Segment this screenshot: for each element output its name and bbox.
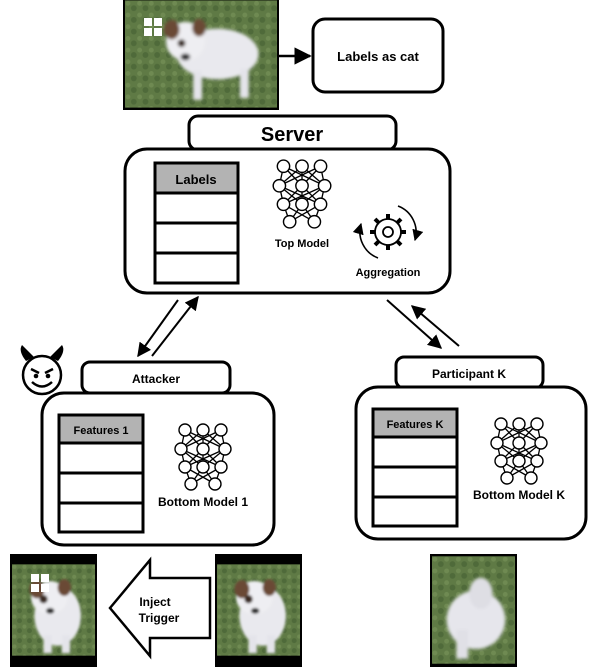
server-panel: Server Labels Top Model Aggregation: [123, 114, 452, 295]
poisoned-sample-image: [123, 0, 279, 110]
label-text: Labels as cat: [337, 49, 419, 64]
gear-cycle-icon: [352, 205, 424, 259]
inject-label: Inject: [139, 595, 170, 609]
server-title: Server: [261, 124, 323, 146]
features-k-table: Features K: [371, 407, 459, 528]
trigger-label: Trigger: [139, 611, 180, 625]
participant-k-sample-image: [430, 554, 517, 667]
participant-k-title: Participant K: [432, 367, 506, 381]
server-to-participant-arrow: [386, 299, 443, 349]
top-model-label: Top Model: [275, 238, 329, 250]
participant-to-server-arrow: [410, 305, 460, 347]
devil-face-icon: [20, 345, 64, 396]
participant-k-panel: Participant K Features K Bottom Model K: [354, 355, 588, 541]
labels-table: Labels: [153, 161, 240, 285]
attacker-to-server-arrow: [151, 295, 199, 357]
features-k-header: Features K: [387, 419, 444, 431]
features-1-header: Features 1: [73, 425, 128, 437]
attacker-panel: Attacker Features 1 Bottom Model 1: [40, 360, 276, 547]
aggregation-label: Aggregation: [356, 267, 421, 279]
triggered-sample-image: [10, 554, 97, 667]
attacker-title: Attacker: [132, 372, 180, 386]
server-to-attacker-arrow: [137, 299, 179, 358]
labels-table-header: Labels: [175, 172, 216, 187]
clean-sample-image: [215, 554, 302, 667]
left-arrow-icon: Inject Trigger: [108, 556, 212, 660]
bottom-model-k-label: Bottom Model K: [473, 488, 565, 502]
label-box: [311, 17, 445, 94]
features-1-table: Features 1: [57, 413, 145, 534]
bottom-model-1-label: Bottom Model 1: [158, 495, 248, 509]
